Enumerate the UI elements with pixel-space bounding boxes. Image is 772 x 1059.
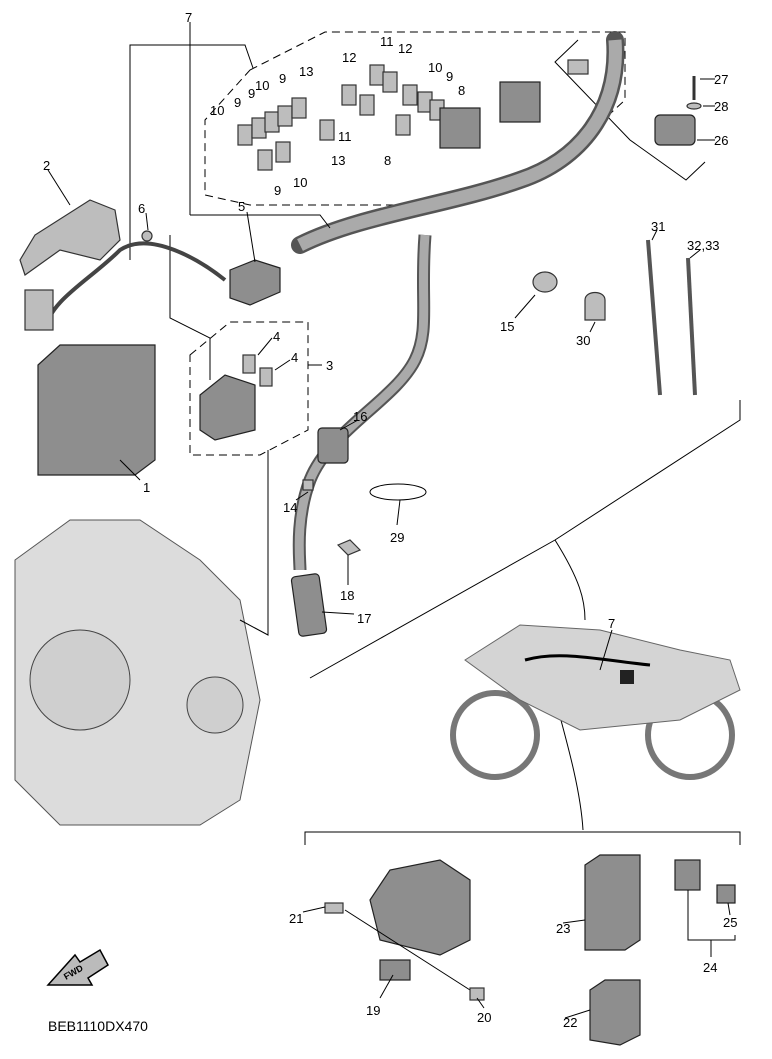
callout-4: 4 <box>291 350 298 365</box>
callout-18: 18 <box>340 588 354 603</box>
callout-13: 13 <box>299 64 313 79</box>
callout-7: 7 <box>608 616 615 631</box>
leader-line <box>129 44 254 260</box>
callout-31: 31 <box>651 219 665 234</box>
callout-leaders <box>47 22 731 1019</box>
callout-21: 21 <box>289 911 303 926</box>
callout-19: 19 <box>366 1003 380 1018</box>
callout-22: 22 <box>563 1015 577 1030</box>
callout-24: 24 <box>703 960 717 975</box>
callout-30: 30 <box>576 333 590 348</box>
callout-6: 6 <box>138 201 145 216</box>
callout-3: 3 <box>326 358 333 373</box>
callout-10: 10 <box>428 60 442 75</box>
callout-10: 10 <box>293 175 307 190</box>
callout-27: 27 <box>714 72 728 87</box>
fuses <box>237 64 541 171</box>
callout-4: 4 <box>273 329 280 344</box>
separator-line <box>304 831 741 845</box>
clamps-ties <box>290 239 697 637</box>
callout-5: 5 <box>238 199 245 214</box>
callout-11: 11 <box>338 129 352 144</box>
diagram-code: BEB1110DX470 <box>48 1018 148 1034</box>
callout-10: 10 <box>210 103 224 118</box>
callout-28: 28 <box>714 99 728 114</box>
battery-area <box>19 199 281 476</box>
separator-arc <box>309 400 741 679</box>
callout-9: 9 <box>446 69 453 84</box>
callout-9: 9 <box>274 183 281 198</box>
callout-15: 15 <box>500 319 514 334</box>
callout-9: 9 <box>248 86 255 101</box>
ecu-parts <box>324 854 736 1046</box>
callout-11: 11 <box>380 34 394 49</box>
callout-7: 7 <box>185 10 192 25</box>
callout-23: 23 <box>556 921 570 936</box>
callout-16: 16 <box>353 409 367 424</box>
callout-12: 12 <box>398 41 412 56</box>
callout-29: 29 <box>390 530 404 545</box>
callout-13: 13 <box>331 153 345 168</box>
leader-line <box>169 235 211 380</box>
callout-12: 12 <box>342 50 356 65</box>
fwd-arrow-icon: FWD <box>46 948 109 986</box>
callout-1: 1 <box>143 480 150 495</box>
leader-line <box>554 39 706 181</box>
callout-9: 9 <box>279 71 286 86</box>
callout-8: 8 <box>458 83 465 98</box>
callout-10: 10 <box>255 78 269 93</box>
callout-9: 9 <box>234 95 241 110</box>
leader-line <box>239 450 269 636</box>
engine-block <box>14 519 261 826</box>
callout-25: 25 <box>723 915 737 930</box>
callouts: 7 10 9 9 10 9 13 12 11 12 10 9 8 11 13 8… <box>43 10 737 1030</box>
motorcycle-illustration <box>450 624 741 780</box>
callout-32-33: 32,33 <box>687 238 720 253</box>
wire-harness-branch <box>292 234 432 571</box>
callout-2: 2 <box>43 158 50 173</box>
callout-8: 8 <box>384 153 391 168</box>
callout-14: 14 <box>283 500 297 515</box>
sensor-parts <box>567 59 702 146</box>
callout-20: 20 <box>477 1010 491 1025</box>
callout-26: 26 <box>714 133 728 148</box>
relay-group-outline <box>189 321 309 456</box>
callout-17: 17 <box>357 611 371 626</box>
